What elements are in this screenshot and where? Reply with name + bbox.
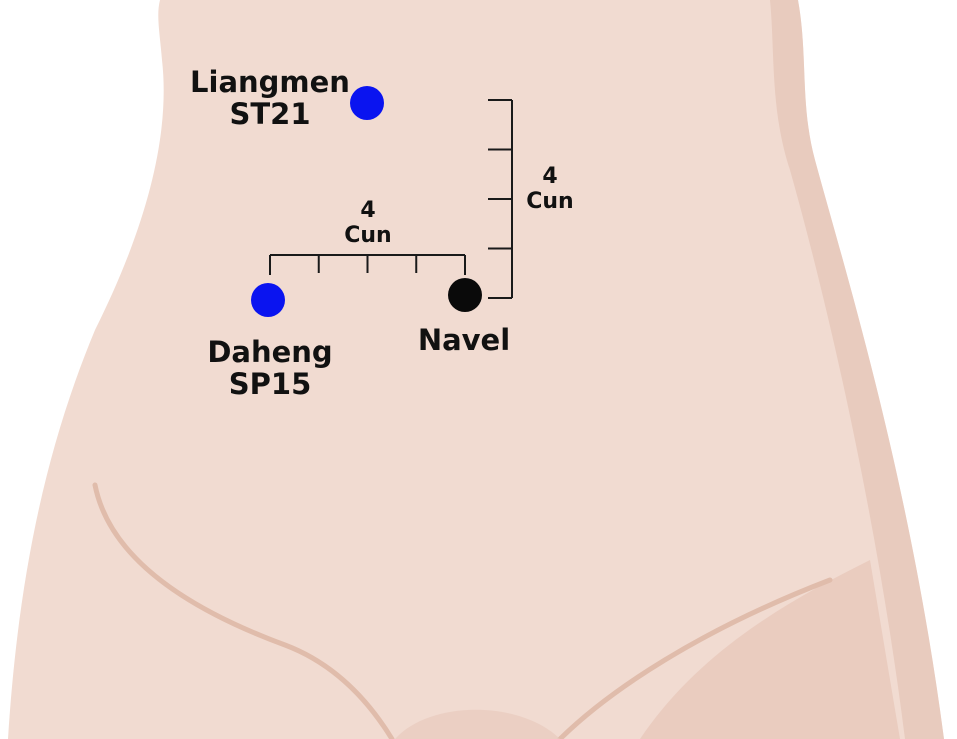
abdomen-shade-right <box>640 560 900 739</box>
liangmen-name: Liangmen <box>190 65 350 99</box>
daheng-code: SP15 <box>228 367 312 402</box>
daheng-label: Daheng SP15 <box>190 336 350 401</box>
daheng-point-marker <box>251 283 285 317</box>
crotch-shade <box>395 709 560 739</box>
liangmen-label: Liangmen ST21 <box>190 66 350 131</box>
horizontal-measure-label: 4 Cun <box>318 198 418 249</box>
liangmen-point-marker <box>350 86 384 120</box>
vertical-measure-unit: Cun <box>526 189 574 215</box>
vertical-measure-label: 4 Cun <box>510 164 590 215</box>
navel-label: Navel <box>404 323 524 357</box>
groin-fold-left <box>92 482 395 739</box>
vertical-measure-value: 4 <box>542 164 558 189</box>
right-flank-shade <box>770 0 944 739</box>
groin-fold-right <box>557 577 833 739</box>
navel-point-marker <box>448 278 482 312</box>
daheng-name: Daheng <box>207 335 333 369</box>
horizontal-measure-value: 4 <box>360 198 376 223</box>
torso-body <box>8 0 944 739</box>
horizontal-measure-bracket <box>269 254 466 275</box>
liangmen-code: ST21 <box>229 97 311 132</box>
vertical-measure-bracket <box>488 99 513 299</box>
horizontal-measure-unit: Cun <box>344 223 392 249</box>
navel-name: Navel <box>417 323 511 357</box>
